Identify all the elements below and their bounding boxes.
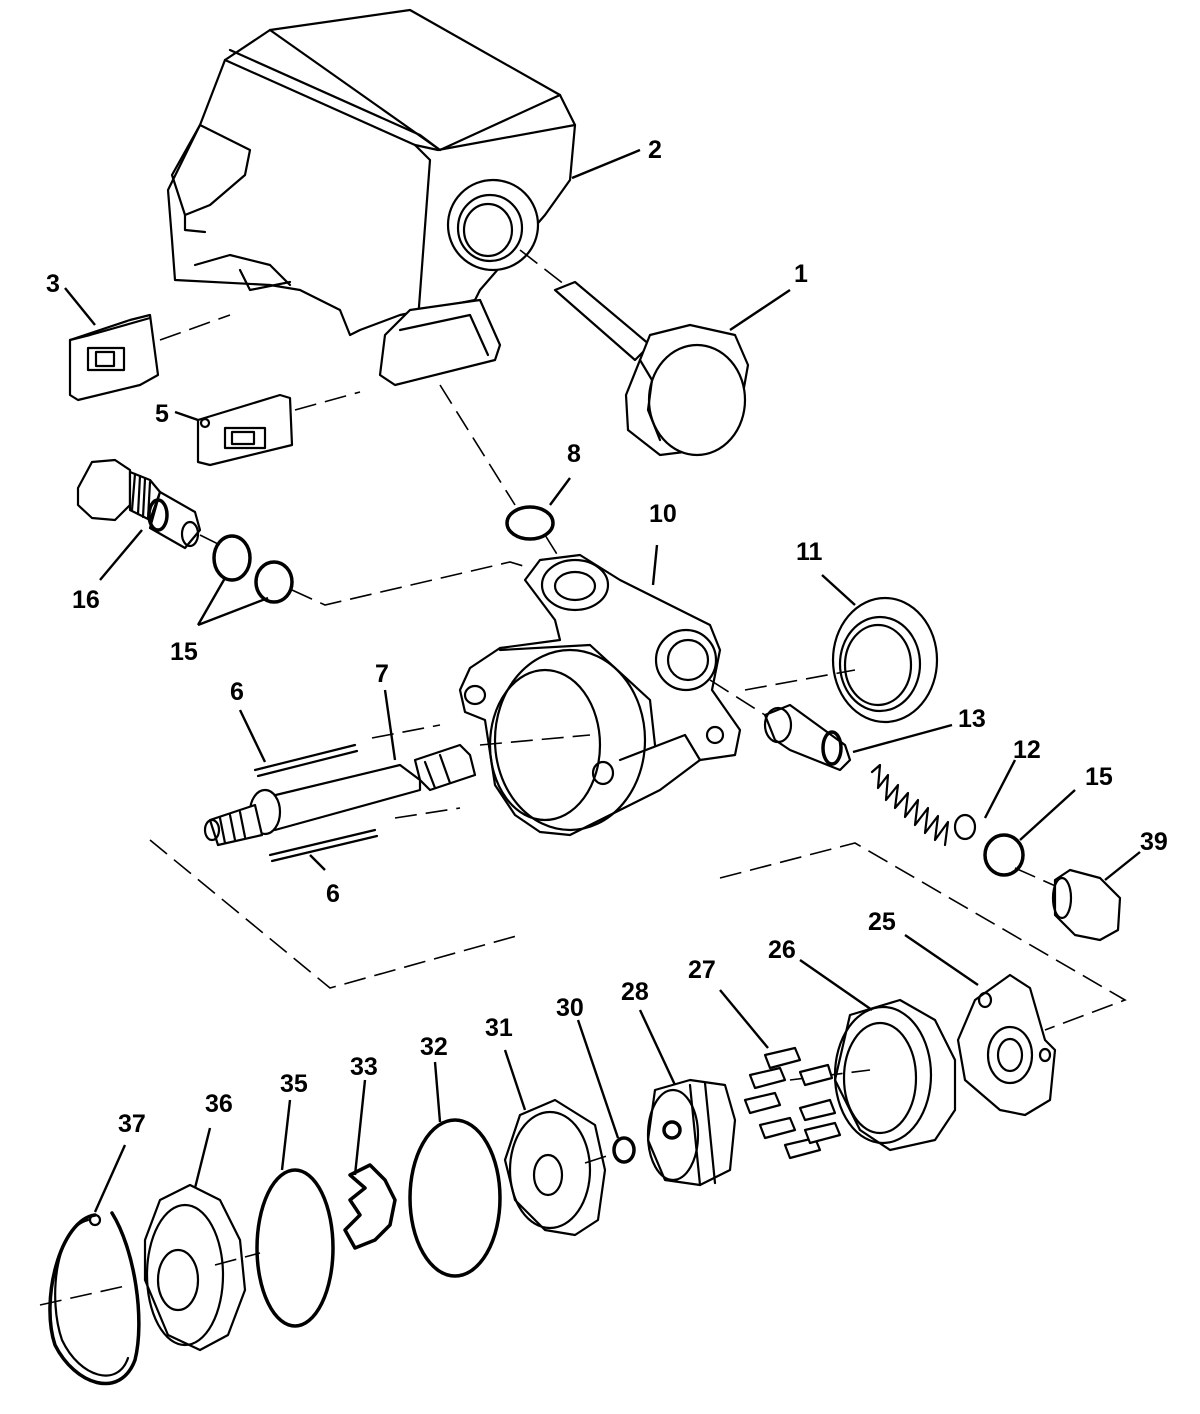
callout-37: 37 bbox=[118, 1110, 146, 1138]
callout-15-right: 15 bbox=[1085, 763, 1113, 791]
callout-10: 10 bbox=[649, 500, 677, 528]
part-8-o-ring bbox=[439, 384, 571, 576]
callout-12: 12 bbox=[1013, 736, 1041, 764]
part-39-plug bbox=[1051, 851, 1141, 942]
part-3-clip bbox=[64, 287, 231, 402]
part-37-retaining-ring bbox=[39, 1144, 141, 1386]
callout-2: 2 bbox=[648, 136, 662, 164]
callout-36: 36 bbox=[205, 1090, 233, 1118]
callout-5: 5 bbox=[155, 400, 169, 428]
callout-11: 11 bbox=[796, 538, 823, 566]
part-30-snap-ring bbox=[576, 1019, 636, 1164]
part-25-pressure-plate bbox=[904, 934, 1057, 1117]
callout-16: 16 bbox=[72, 586, 100, 614]
callout-6-bottom: 6 bbox=[326, 880, 340, 908]
callout-33: 33 bbox=[350, 1053, 378, 1081]
part-33-spring bbox=[343, 1079, 397, 1250]
cam-group-outline bbox=[149, 839, 1127, 1031]
callout-30: 30 bbox=[556, 994, 584, 1022]
callout-31: 31 bbox=[485, 1014, 513, 1042]
part-32-o-ring bbox=[408, 1061, 502, 1278]
part-28-rotor bbox=[638, 1009, 737, 1187]
part-13-valve bbox=[709, 679, 953, 772]
part-2-reservoir bbox=[166, 8, 641, 387]
part-31-thrust-plate bbox=[503, 1049, 611, 1237]
callout-7: 7 bbox=[375, 660, 389, 688]
callout-25: 25 bbox=[868, 908, 896, 936]
callout-27: 27 bbox=[688, 956, 716, 984]
part-12-spring bbox=[870, 759, 1017, 847]
callout-15-left: 15 bbox=[170, 638, 198, 666]
callout-13: 13 bbox=[958, 705, 986, 733]
callout-1: 1 bbox=[794, 260, 808, 288]
part-15-o-ring-right bbox=[983, 789, 1076, 889]
callout-8: 8 bbox=[567, 440, 581, 468]
callout-28: 28 bbox=[621, 978, 649, 1006]
callout-35: 35 bbox=[280, 1070, 308, 1098]
part-10-pump-housing bbox=[458, 544, 742, 837]
part-11-seal bbox=[744, 574, 939, 724]
callout-39: 39 bbox=[1140, 828, 1168, 856]
part-36-end-plate bbox=[143, 1127, 261, 1352]
part-16-fitting bbox=[76, 458, 221, 581]
part-5-clip bbox=[174, 391, 361, 467]
callout-labels: 1 2 3 5 16 15 8 10 11 6 7 13 12 15 39 6 … bbox=[46, 136, 1168, 1138]
callout-32: 32 bbox=[420, 1033, 448, 1061]
part-35-o-ring bbox=[255, 1099, 335, 1328]
part-15-o-rings-left bbox=[196, 534, 531, 627]
part-1-cap-dipstick bbox=[519, 249, 791, 457]
part-26-cam-ring bbox=[789, 959, 957, 1152]
part-6-7-shaft-and-pins bbox=[203, 689, 477, 871]
callout-6-top: 6 bbox=[230, 678, 244, 706]
callout-26: 26 bbox=[768, 936, 796, 964]
callout-3: 3 bbox=[46, 270, 60, 298]
part-27-vanes bbox=[719, 989, 842, 1160]
